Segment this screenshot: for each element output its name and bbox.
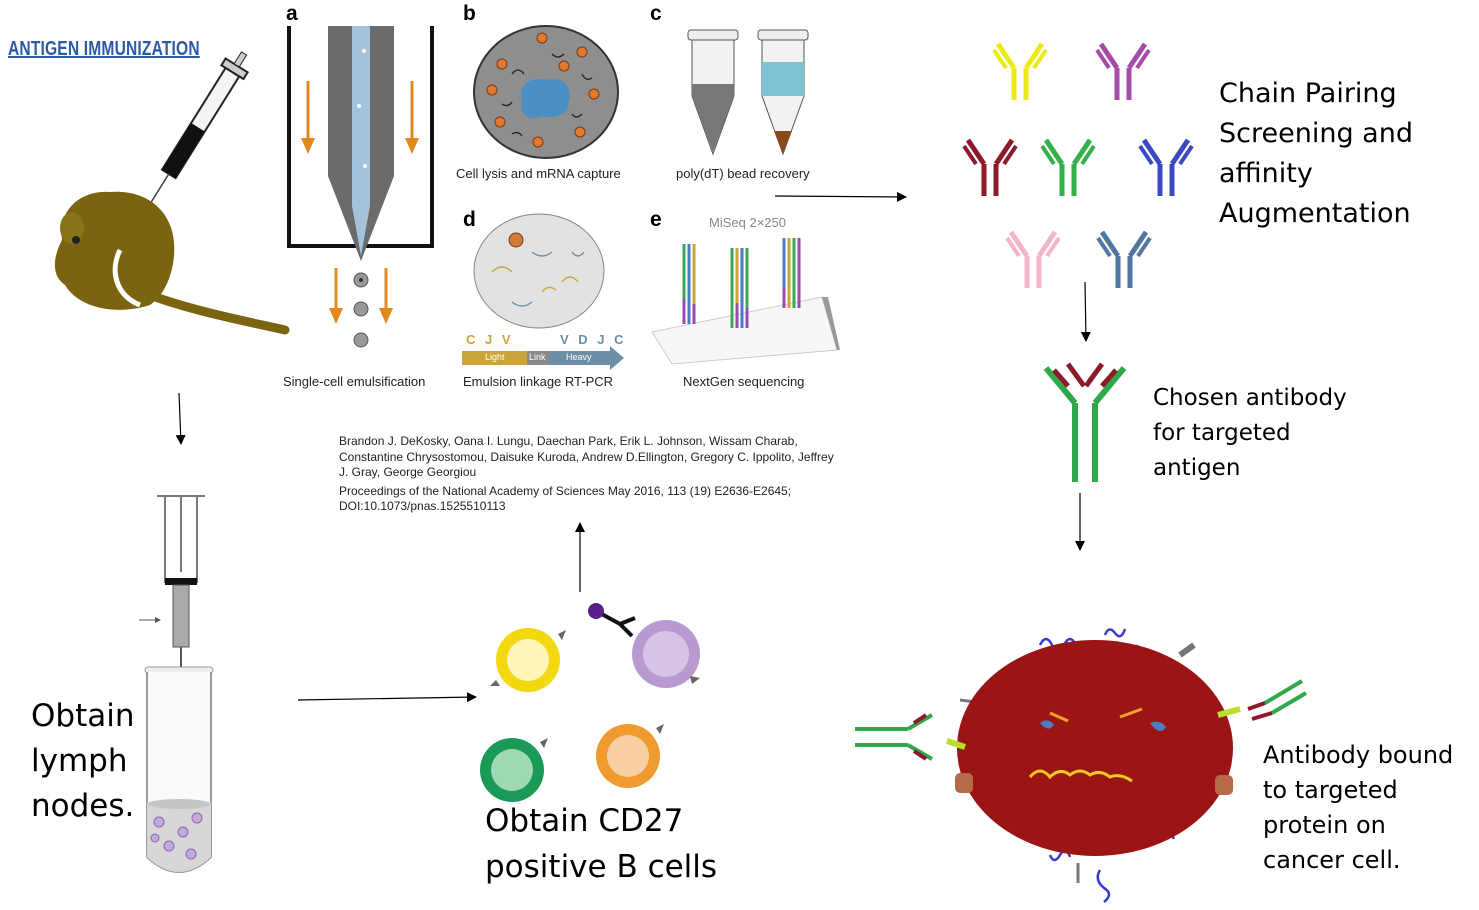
panel-e-platform: MiSeq 2×250 (709, 215, 786, 230)
arrow-pairing-to-chosen (1080, 281, 1091, 342)
step-bcells-line-1: Obtain CD27 (485, 803, 684, 839)
step-chosen-line-3: antigen (1153, 455, 1241, 481)
panel-e-letter: e (650, 208, 662, 231)
emulsion-droplet-illustration (473, 213, 605, 329)
syringe-and-tube-illustration (139, 495, 214, 873)
citation-authors: Brandon J. DeKosky, Oana I. Lungu, Daech… (339, 434, 834, 479)
sequencing-flowcell-illustration (651, 238, 840, 365)
arrow-sequencing-to-pairing (774, 191, 907, 202)
step-bound-line-1: Antibody bound (1263, 741, 1454, 769)
step-bound-line-4: cancer cell. (1263, 846, 1401, 874)
bead-recovery-tubes-illustration (687, 29, 809, 156)
step-lymph-line-2: lymph (31, 743, 128, 779)
panel-d-letter: d (463, 208, 476, 231)
step-lymph-line-1: Obtain (31, 698, 135, 734)
panel-a-letter: a (286, 2, 298, 25)
step-chosen-line-2: for targeted (1153, 420, 1291, 446)
panel-d-heavy-genes: V D J C (560, 332, 627, 347)
panel-c-letter: c (650, 2, 662, 25)
step-lymph-line-3: nodes. (31, 788, 135, 824)
panel-a-caption: Single-cell emulsification (283, 374, 426, 389)
panel-b-letter: b (463, 2, 476, 25)
step-bound-line-3: protein on (1263, 811, 1386, 839)
step-bcells-line-2: positive B cells (485, 849, 718, 885)
step-chosen-text: Chosen antibody for targeted antigen (1153, 381, 1347, 486)
step-bound-text: Antibody bound to targeted protein on ca… (1263, 738, 1453, 878)
step-pairing-text: Chain Pairing Screening and affinity Aug… (1219, 74, 1413, 234)
step-bound-line-2: to targeted (1263, 776, 1398, 804)
panel-d-bar-light: Light (485, 352, 505, 362)
b-cells-illustration (480, 603, 700, 802)
step-chosen-line-1: Chosen antibody (1153, 385, 1347, 411)
citation-journal: Proceedings of the National Academy of S… (339, 483, 792, 514)
step-bcells-text: Obtain CD27 positive B cells (485, 798, 717, 890)
arrow-lymph-to-bcells (297, 692, 477, 703)
panel-c-caption: poly(dT) bead recovery (676, 166, 810, 181)
citation: Brandon J. DeKosky, Oana I. Lungu, Daech… (339, 434, 844, 515)
step-pairing-line-2: Screening and (1219, 118, 1413, 149)
microfluidic-emulsification-illustration (287, 26, 434, 348)
mouse-with-syringe-illustration (54, 51, 290, 335)
cell-lysis-droplet-illustration (473, 25, 619, 159)
cancer-cell-illustration (855, 628, 1308, 903)
panel-e-caption: NextGen sequencing (683, 374, 805, 389)
linkage-construct-bar (462, 346, 624, 370)
step-pairing-line-1: Chain Pairing (1219, 78, 1397, 109)
antigen-immunization-title: ANTIGEN IMMUNIZATION (8, 38, 200, 60)
arrow-immunization-to-lymph (175, 392, 186, 445)
panel-b-caption: Cell lysis and mRNA capture (456, 166, 621, 181)
chosen-antibody-illustration (1043, 362, 1127, 482)
step-pairing-line-3: affinity (1219, 158, 1313, 189)
panel-d-bar-link: Link (529, 352, 546, 362)
step-pairing-line-4: Augmentation (1219, 198, 1411, 229)
step-lymph-text: Obtain lymph nodes. (31, 694, 135, 829)
panel-d-bar-heavy: Heavy (566, 352, 592, 362)
panel-d-caption: Emulsion linkage RT-PCR (463, 374, 614, 389)
antibody-library-illustration (960, 28, 1200, 293)
panel-d-light-genes: C J V (466, 332, 514, 347)
